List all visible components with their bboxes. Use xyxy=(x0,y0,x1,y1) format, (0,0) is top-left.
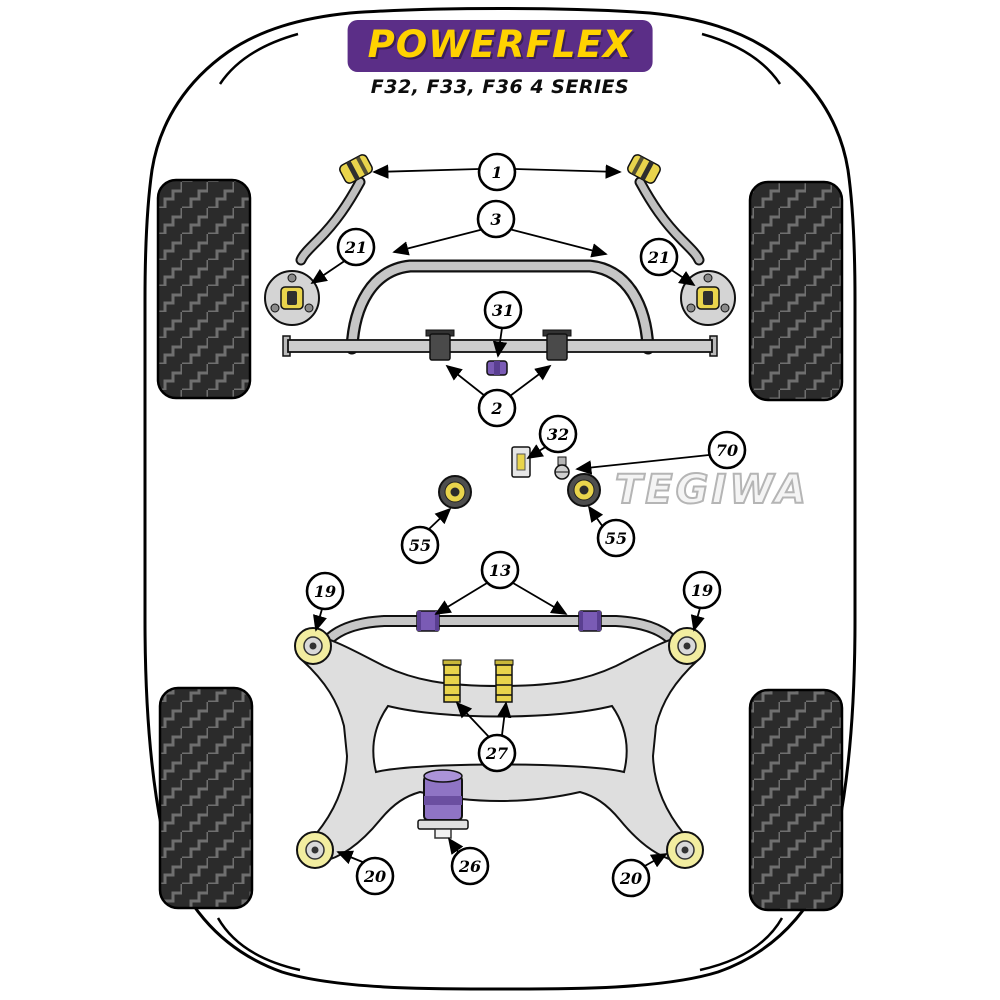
svg-text:19: 19 xyxy=(691,581,713,600)
callout-55-left: 55 xyxy=(400,525,440,565)
subframe-bushing-rear-left xyxy=(296,831,334,869)
arb-bushing-left xyxy=(425,329,455,361)
svg-text:55: 55 xyxy=(409,536,431,555)
round-bushing-left xyxy=(438,475,472,509)
bracket-32 xyxy=(511,446,531,478)
arrow-from-32 xyxy=(526,444,548,459)
arrow-from-13 xyxy=(512,582,568,615)
svg-text:27: 27 xyxy=(485,744,508,763)
svg-text:26: 26 xyxy=(458,857,481,876)
svg-text:32: 32 xyxy=(547,425,569,444)
callout-arrows xyxy=(310,164,710,868)
callout-1: 1 xyxy=(477,152,517,192)
callout-27: 27 xyxy=(477,733,517,773)
callout-19-left: 19 xyxy=(305,571,345,611)
callout-20-right: 20 xyxy=(611,858,651,898)
tire-rear-right xyxy=(748,688,844,912)
arrow-from-26 xyxy=(447,837,464,855)
arrow-from-19-left xyxy=(313,608,327,632)
watermark-text: TEGIWA xyxy=(615,467,809,513)
rear-arb-bushing-right xyxy=(578,610,602,632)
fender-seam-front-right xyxy=(701,32,782,85)
model-subtitle: F32, F33, F36 4 SERIES xyxy=(370,76,630,98)
bolt-70 xyxy=(554,456,570,480)
svg-text:19: 19 xyxy=(314,582,336,601)
subframe-bushing-rear-right xyxy=(666,831,704,869)
svg-text:13: 13 xyxy=(489,561,511,580)
callout-20-left: 20 xyxy=(355,856,395,896)
arrow-from-55-right xyxy=(587,505,604,528)
tire-front-right xyxy=(748,180,844,402)
front-arm-bushing-left xyxy=(339,154,373,184)
svg-text:2: 2 xyxy=(490,399,502,418)
svg-text:21: 21 xyxy=(344,238,367,257)
diff-mount-26 xyxy=(417,769,469,839)
svg-text:20: 20 xyxy=(619,869,642,888)
arrow-from-55-left xyxy=(428,507,452,530)
arrow-from-20-left xyxy=(336,850,366,865)
callout-21-left: 21 xyxy=(336,227,376,267)
callout-55-right: 55 xyxy=(596,518,636,558)
arb-bushing-right xyxy=(542,329,572,361)
powerflex-logo: POWERFLEX xyxy=(347,20,653,72)
callout-31: 31 xyxy=(483,290,523,330)
round-bushing-right xyxy=(567,473,601,507)
callout-21-right: 21 xyxy=(639,237,679,277)
callout-2: 2 xyxy=(477,388,517,428)
front-arm-bushing-right xyxy=(627,154,661,184)
arrow-from-27 xyxy=(497,701,512,736)
arrow-from-21-right xyxy=(669,268,696,286)
callout-19-right: 19 xyxy=(682,570,722,610)
subframe-bushing-front-right xyxy=(668,627,706,665)
arrow-from-2 xyxy=(445,364,486,397)
arrow-from-3 xyxy=(508,228,608,258)
tire-front-left xyxy=(156,178,252,400)
subframe-bushing-front-left xyxy=(294,627,332,665)
arrow-from-20-right xyxy=(642,853,668,868)
svg-text:3: 3 xyxy=(490,210,501,229)
insert-27-left xyxy=(442,659,462,703)
svg-text:21: 21 xyxy=(647,248,670,267)
svg-text:55: 55 xyxy=(605,529,627,548)
arrow-from-27 xyxy=(455,701,490,738)
mount-left xyxy=(264,270,320,326)
arrow-from-19-right xyxy=(690,607,705,632)
callout-70: 70 xyxy=(707,430,747,470)
svg-text:20: 20 xyxy=(363,867,386,886)
callout-13: 13 xyxy=(480,550,520,590)
tire-rear-left xyxy=(158,686,254,910)
mount-right xyxy=(680,270,736,326)
front-control-arm-left xyxy=(295,176,366,266)
center-bushing xyxy=(486,360,508,376)
callout-3: 3 xyxy=(476,199,516,239)
callout-32: 32 xyxy=(538,414,578,454)
svg-text:1: 1 xyxy=(491,163,502,182)
arrow-from-31 xyxy=(492,327,508,358)
fender-seam-rear-left xyxy=(216,917,301,972)
insert-27-right xyxy=(494,659,514,703)
rear-arb-bushing-left xyxy=(416,610,440,632)
arrow-from-3 xyxy=(392,228,485,256)
svg-text:31: 31 xyxy=(492,301,514,320)
front-control-arm-right xyxy=(634,176,705,266)
arrow-from-1 xyxy=(372,164,480,179)
fender-seam-rear-right xyxy=(699,917,784,972)
fender-seam-front-left xyxy=(218,32,299,85)
callout-26: 26 xyxy=(450,846,490,886)
arrow-from-2 xyxy=(509,364,552,397)
arrow-from-21-left xyxy=(310,259,347,285)
arrow-from-1 xyxy=(514,164,622,179)
arrow-from-13 xyxy=(434,582,488,615)
arrow-from-70 xyxy=(575,454,710,475)
svg-text:70: 70 xyxy=(716,441,738,460)
